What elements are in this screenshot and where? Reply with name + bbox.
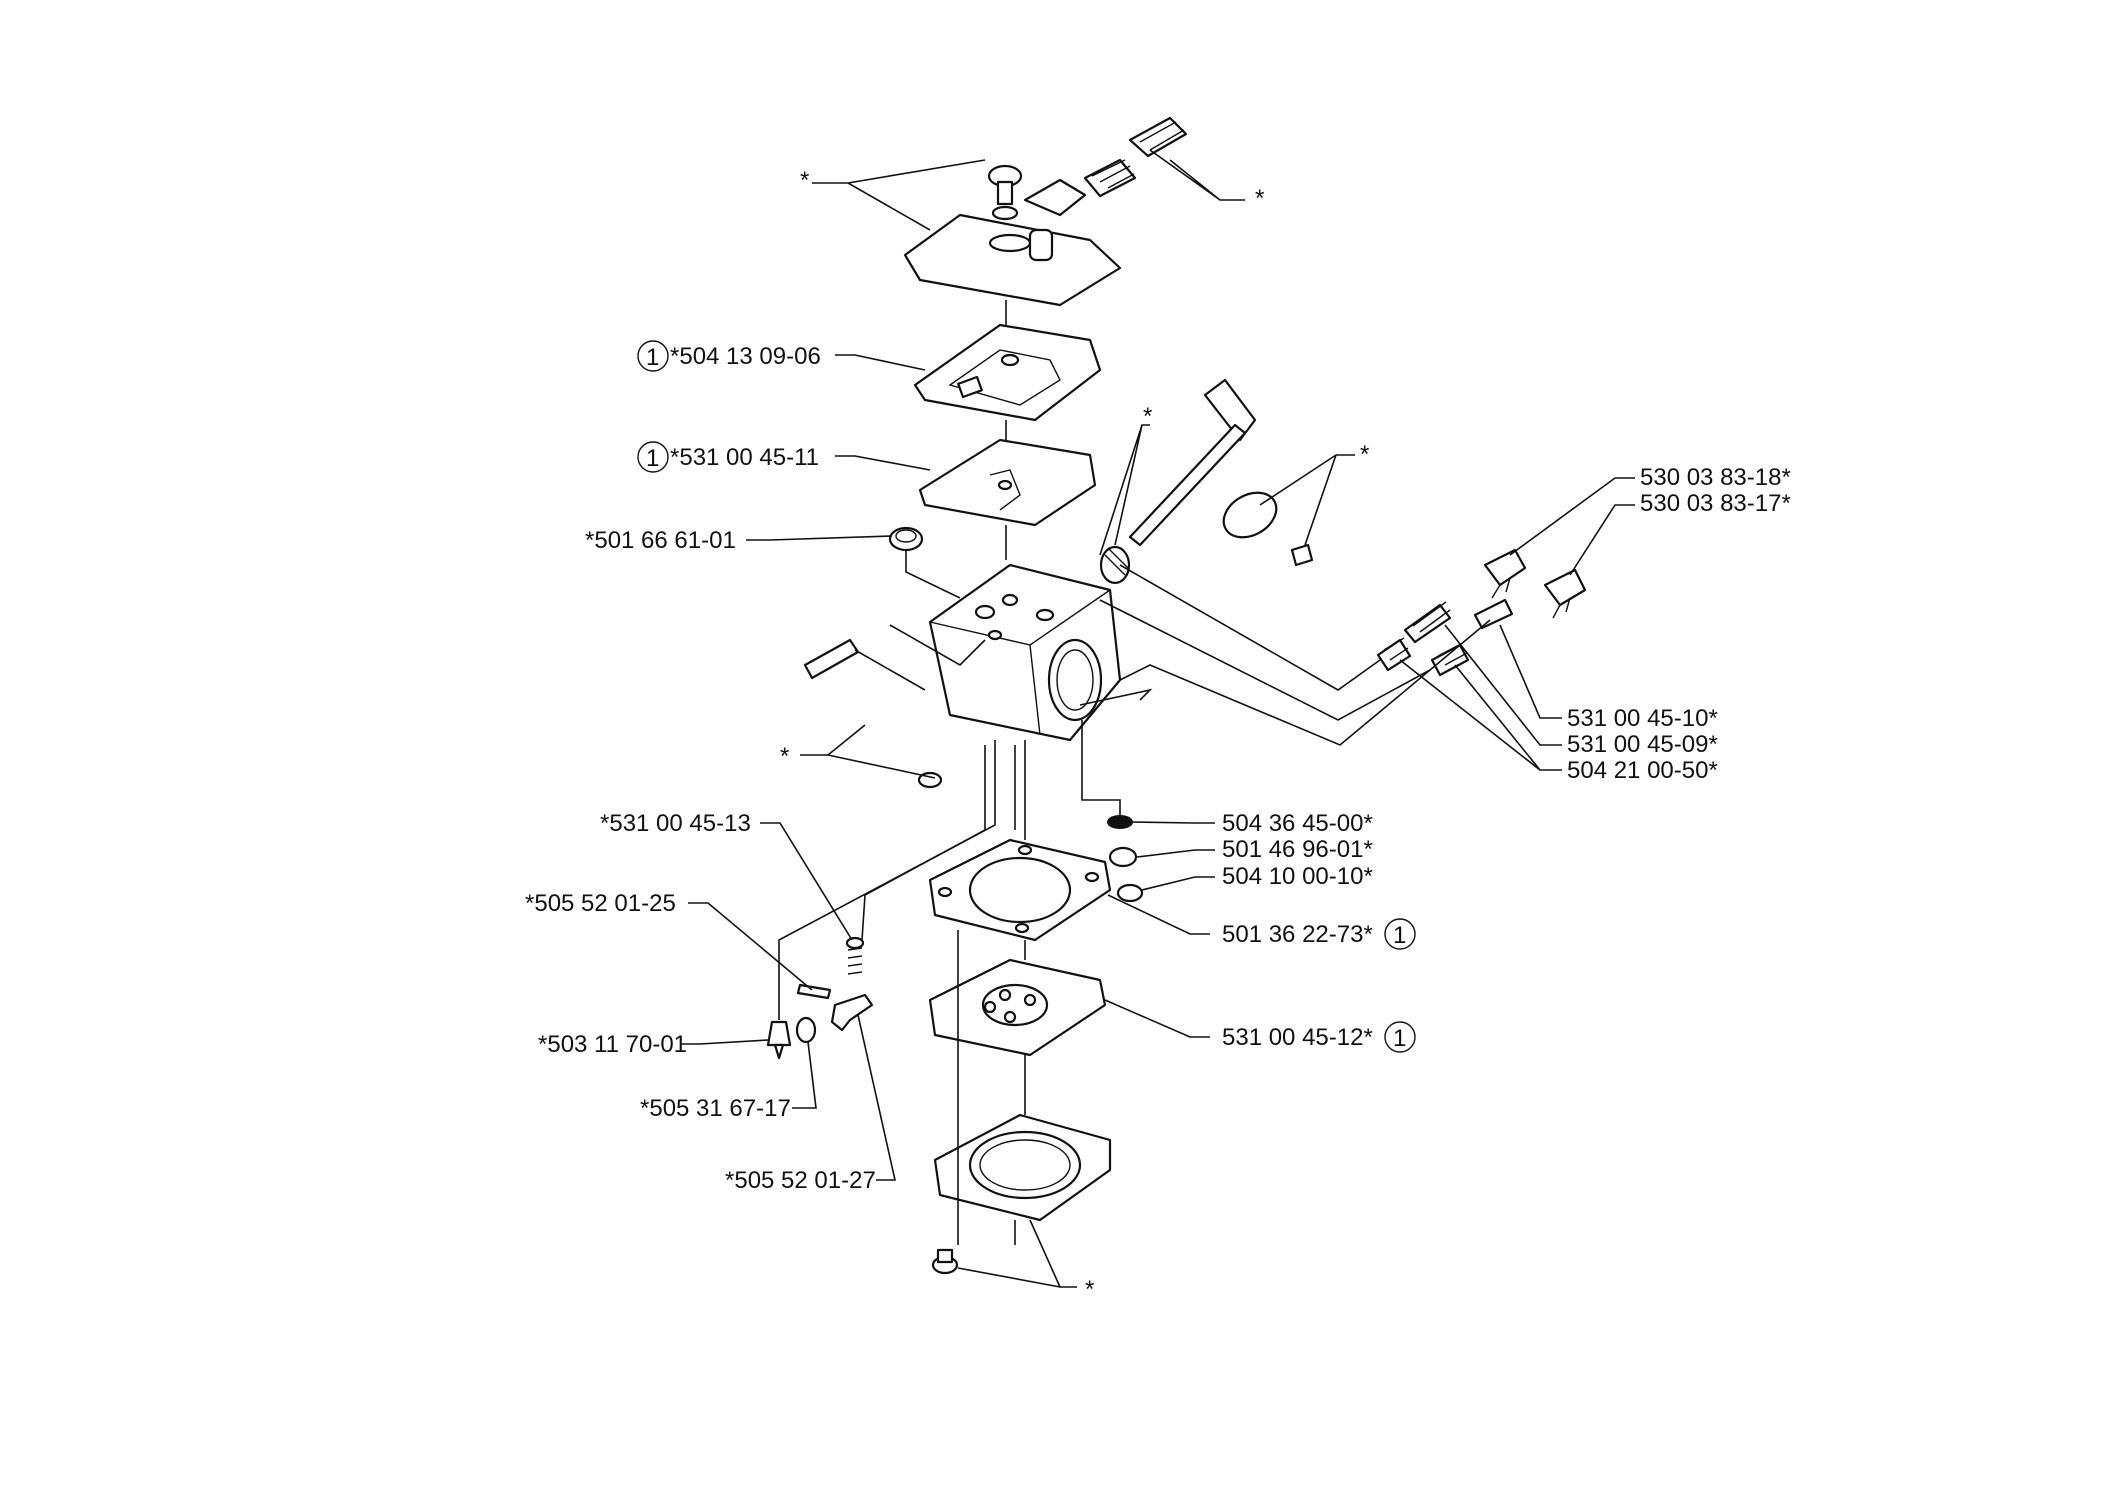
star-callout: * — [1360, 441, 1369, 468]
callout-531-00-45-09: 531 00 45-09* — [1567, 731, 1718, 758]
callout-530-03-83-18: 530 03 83-18* — [1640, 464, 1791, 491]
kit-marker-circle — [1384, 918, 1416, 950]
callout-505-31-67-17: *505 31 67-17 — [640, 1095, 791, 1122]
callout-505-52-01-25: *505 52 01-25 — [525, 890, 676, 917]
kit-marker: 1 — [646, 445, 659, 472]
callout-531-00-45-11: *531 00 45-11 — [670, 444, 819, 471]
kit-marker-circle — [637, 441, 669, 473]
star-callout: * — [800, 167, 809, 194]
callout-501-66-61-01: *501 66 61-01 — [585, 527, 736, 554]
lever-pin-part — [795, 983, 832, 1044]
callout-503-11-70-01: *503 11 70-01 — [538, 1031, 687, 1058]
star-callout: * — [1085, 1276, 1094, 1303]
throttle-shaft-part — [1099, 378, 1257, 585]
assembly-lines — [778, 300, 1491, 1245]
callout-504-21-00-50: 504 21 00-50* — [1567, 757, 1718, 784]
throttle-plate-part — [1222, 491, 1314, 567]
callout-531-00-45-13: *531 00 45-13 — [600, 810, 751, 837]
callout-504-13-09-06: *504 13 09-06 — [670, 343, 821, 370]
star-callout: * — [1143, 403, 1152, 430]
gasket-part — [913, 323, 1102, 422]
screen-part — [888, 526, 924, 552]
cover-screw-part — [987, 164, 1023, 221]
kit-marker-circle — [1384, 1021, 1416, 1053]
callout-531-00-45-10: 531 00 45-10* — [1567, 705, 1718, 732]
callout-531-00-45-12: 531 00 45-12* — [1222, 1024, 1373, 1051]
callout-501-36-22-73: 501 36 22-73* — [1222, 921, 1373, 948]
metering-lever-part — [830, 993, 874, 1032]
leader-lines — [680, 149, 1635, 1288]
diaphragm-part — [918, 438, 1097, 527]
pump-cover-part — [933, 1113, 1112, 1222]
top-cover-part — [903, 178, 1122, 307]
callout-530-03-83-17: 530 03 83-17* — [1640, 490, 1791, 517]
callout-504-36-45-00: 504 36 45-00* — [1222, 810, 1373, 837]
kit-markers: 1 1 1 1 — [637, 340, 1416, 1053]
metering-spring-part — [845, 936, 865, 975]
callout-labels: *504 13 09-06 *531 00 45-11 *501 66 61-0… — [525, 167, 1791, 1303]
adjust-needle-part — [1376, 598, 1514, 677]
inlet-needle-part — [766, 1020, 792, 1060]
callout-501-46-96-01: 501 46 96-01* — [1222, 836, 1373, 863]
adjust-spring-screw-part — [1083, 116, 1188, 198]
pump-diaphragm-part — [928, 958, 1107, 1057]
star-callout: * — [780, 743, 789, 770]
kit-marker: 1 — [646, 344, 659, 371]
choke-lever-part — [1483, 548, 1587, 619]
kit-marker: 1 — [1393, 922, 1406, 949]
star-callout: * — [1255, 185, 1264, 212]
kit-marker-circle — [637, 340, 669, 372]
callout-504-10-00-10: 504 10 00-10* — [1222, 863, 1373, 890]
pump-gasket-part — [928, 838, 1112, 942]
carburetor-body-part — [928, 563, 1122, 742]
kit-marker: 1 — [1393, 1025, 1406, 1052]
needle-valve-small-part — [1107, 815, 1144, 903]
callout-505-52-01-27: *505 52 01-27 — [725, 1167, 876, 1194]
pump-cover-screw-part — [931, 1248, 959, 1275]
